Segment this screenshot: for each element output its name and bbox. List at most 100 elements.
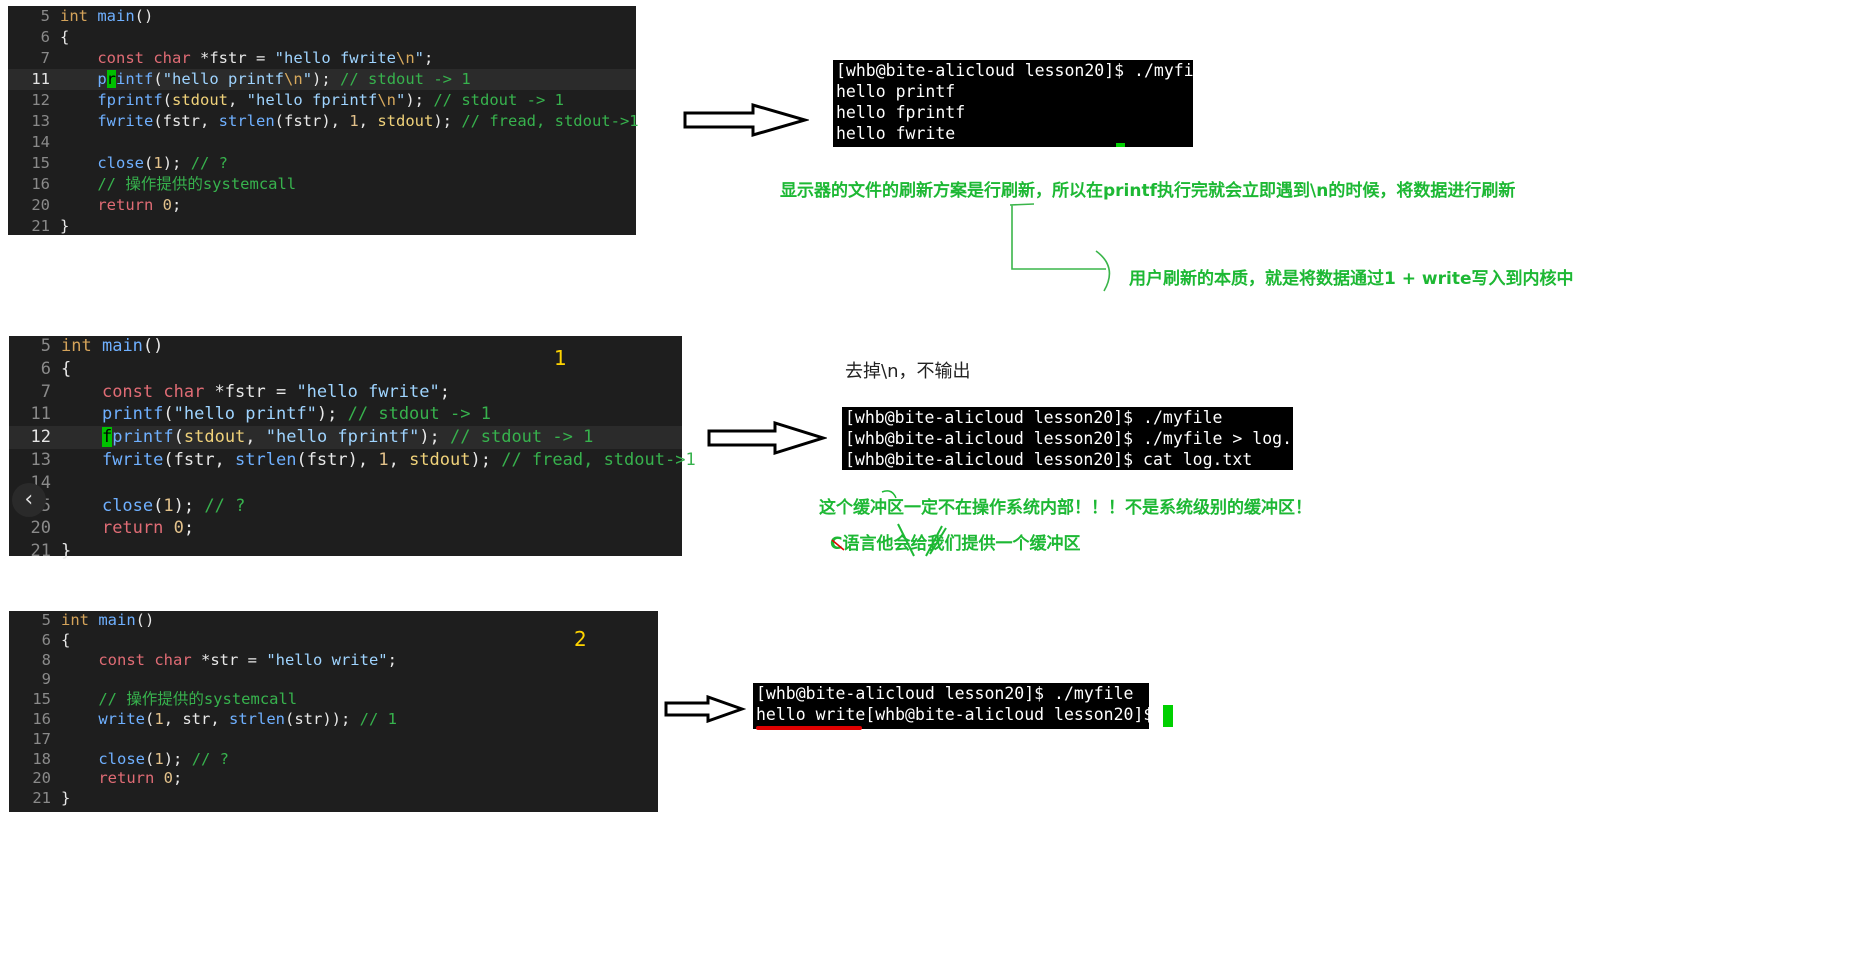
right-arrow-icon — [707, 421, 827, 455]
code-line: 21} — [9, 540, 682, 563]
line-number: 13 — [30, 450, 51, 470]
code-token: " — [396, 91, 406, 109]
terminal-line: hello fprintf — [836, 103, 966, 122]
code-line: 8 const char *str = "hello write"; — [9, 651, 658, 671]
code-token: (fstr, — [163, 450, 236, 470]
code-token: "hello fprintf" — [265, 427, 420, 448]
line-number: 6 — [40, 358, 51, 379]
code-token: ( — [145, 749, 155, 768]
code-token — [61, 710, 98, 728]
note-c-buffer: C语言他会给我们提供一个缓冲区 — [830, 534, 1081, 554]
code-line: 14 — [8, 132, 636, 153]
code-text: fwrite(fstr, strlen(fstr), 1, stdout); /… — [60, 111, 638, 132]
code-token: ; — [173, 769, 183, 788]
editor-cursor: r — [106, 70, 117, 88]
code-text: // 操作提供的systemcall — [61, 690, 297, 710]
code-token: , — [228, 91, 247, 109]
line-number: 21 — [32, 789, 51, 808]
code-line: 7 const char *fstr = "hello fwrite\n"; — [8, 48, 636, 69]
code-line: 11 printf("hello printf\n"); // stdout -… — [8, 69, 636, 90]
code-token: ); — [419, 427, 451, 448]
code-text: } — [61, 540, 71, 563]
code-token — [61, 427, 102, 447]
terminal-cursor — [1163, 704, 1174, 727]
terminal-line: hello printf — [836, 82, 956, 101]
code-token: { — [60, 28, 70, 46]
code-line: 21} — [8, 216, 636, 237]
code-token — [60, 175, 97, 193]
code-token: ; — [439, 381, 450, 402]
code-line: 6{ — [9, 358, 682, 381]
code-token: const char — [101, 381, 205, 402]
code-line: 11 printf("hello printf"); // stdout -> … — [9, 403, 682, 426]
line-number: 20 — [31, 196, 50, 214]
code-token: // 1 — [359, 710, 397, 728]
code-token — [153, 196, 162, 214]
terminal-line-text: hello write[whb@bite-alicloud lesson20]$ — [756, 705, 1164, 724]
code-text: printf("hello printf\n"); // stdout -> 1 — [60, 69, 471, 90]
editor-cursor: f — [101, 427, 113, 448]
code-token: ; — [172, 196, 182, 214]
code-token: ( — [153, 70, 163, 88]
code-token: return — [101, 518, 164, 539]
code-token — [88, 7, 97, 25]
code-token: 0 — [162, 196, 173, 214]
code-token: () — [135, 611, 155, 629]
terminal-output-1: [whb@bite-alicloud lesson20]$ ./myfile h… — [833, 60, 1214, 147]
line-number: 7 — [40, 49, 50, 67]
code-line: 15 // 操作提供的systemcall — [9, 690, 658, 710]
code-line: 15 close(1); // ? — [9, 495, 682, 518]
line-number: 18 — [32, 749, 51, 768]
code-text: close(1); // ? — [60, 153, 228, 174]
code-text: } — [60, 216, 69, 237]
red-underline — [756, 726, 862, 730]
note-buffer-not-in-os: 这个缓冲区一定不在操作系统内部！！！不是系统级别的缓冲区！ — [819, 498, 1312, 518]
code-token: ); — [470, 450, 502, 470]
code-line: 12 fprintf(stdout, "hello fprintf\n"); /… — [8, 90, 636, 111]
code-token: ); — [173, 495, 205, 516]
code-token: close — [101, 495, 154, 516]
code-token: () — [142, 336, 164, 356]
code-token: 0 — [173, 518, 184, 539]
code-token: // 操作提供的systemcall — [97, 175, 297, 193]
code-text: { — [61, 631, 70, 651]
code-token: // stdout -> 1 — [347, 404, 491, 425]
code-token: // stdout -> 1 — [433, 91, 564, 109]
line-number: 15 — [31, 154, 50, 172]
code-token: main — [98, 611, 136, 629]
code-text: fprintf(stdout, "hello fprintf"); // std… — [61, 426, 593, 449]
back-arrow-icon[interactable]: ‹ — [12, 483, 46, 517]
right-arrow-icon — [664, 695, 746, 723]
code-token: strlen — [235, 450, 297, 470]
code-token: stdout — [377, 112, 434, 130]
code-text: const char *fstr = "hello fwrite\n"; — [60, 48, 433, 69]
terminal-line: [whb@bite-alicloud lesson20]$ ./myfile — [756, 684, 1134, 703]
code-token — [61, 518, 102, 538]
code-token: 1 — [154, 749, 164, 768]
code-token: ; — [183, 518, 195, 539]
code-token: strlen — [229, 710, 286, 728]
terminal-output-3: [whb@bite-alicloud lesson20]$ ./myfile h… — [753, 683, 1174, 729]
code-token: { — [61, 630, 71, 649]
code-token — [154, 769, 163, 787]
code-line: 13 fwrite(fstr, strlen(fstr), 1, stdout)… — [8, 111, 638, 132]
code-token: \n — [395, 49, 415, 67]
code-token: ; — [424, 49, 434, 67]
code-token: } — [61, 789, 71, 808]
code-token — [60, 196, 97, 214]
code-token: 1 — [349, 112, 359, 130]
strike-marks — [831, 490, 947, 557]
code-line: 16 // 操作提供的systemcall — [8, 174, 636, 195]
code-token: ); — [433, 112, 462, 130]
line-number: 5 — [40, 7, 50, 25]
line-number: 21 — [30, 541, 51, 562]
code-token: const char — [97, 49, 191, 67]
code-token — [60, 91, 97, 109]
code-token: return — [97, 196, 154, 214]
code-token: ( — [144, 154, 154, 172]
code-token: "hello printf — [162, 70, 285, 88]
